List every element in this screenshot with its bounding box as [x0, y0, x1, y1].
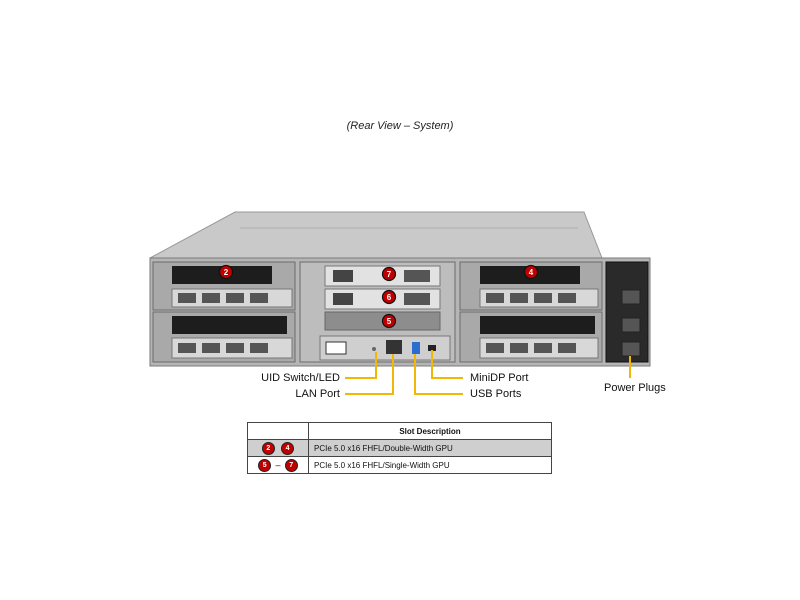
slot-badge: 5: [258, 458, 272, 472]
minidp-leader: [431, 350, 463, 379]
table-header-blank: [247, 422, 309, 440]
slot-badge: 4: [281, 441, 295, 455]
slot-marker-label: 6: [387, 293, 392, 302]
slot-badge-cell: 5 – 7: [247, 456, 309, 474]
uid-leader: [345, 352, 377, 379]
slot-badge: 2: [261, 441, 275, 455]
slot-description: PCIe 5.0 x16 FHFL/Double-Width GPU: [308, 439, 552, 457]
callout-lines: [345, 350, 631, 395]
slot-marker-label: 2: [224, 268, 229, 277]
slot-description-table: Slot Description 2 4 PCIe 5.0 x16 FHFL/D…: [247, 422, 552, 474]
table-row: 2 4 PCIe 5.0 x16 FHFL/Double-Width GPU: [247, 439, 552, 457]
badge-joiner: –: [275, 460, 281, 470]
table-header: Slot Description: [308, 422, 552, 440]
slot-marker: 4: [523, 264, 539, 280]
slot-badge: 7: [284, 458, 298, 472]
left-gpu-bay: [152, 261, 296, 363]
slot-marker-label: 4: [529, 268, 534, 277]
slot-marker-label: 5: [387, 317, 392, 326]
power-supply: [605, 261, 649, 363]
lan-leader: [345, 354, 394, 395]
lan-port-label: LAN Port: [295, 388, 340, 400]
center-io-module: [299, 261, 456, 363]
slot-description: PCIe 5.0 x16 FHFL/Single-Width GPU: [308, 456, 552, 474]
usb-ports-label: USB Ports: [470, 388, 522, 400]
slot-marker: 7: [381, 266, 397, 282]
slot-badge-cell: 2 4: [247, 439, 309, 457]
slot-marker-label: 7: [387, 270, 392, 279]
table-row: 5 – 7 PCIe 5.0 x16 FHFL/Single-Width GPU: [247, 456, 552, 474]
slot-marker: 2: [218, 264, 234, 280]
chassis-top: [149, 211, 603, 259]
minidp-port-label: MiniDP Port: [470, 372, 529, 384]
slot-marker: 5: [381, 313, 397, 329]
slot-marker: 6: [381, 289, 397, 305]
figure-caption: (Rear View – System): [346, 120, 454, 132]
usb-leader: [414, 354, 463, 395]
power-plugs-label: Power Plugs: [604, 382, 666, 394]
uid-switch-label: UID Switch/LED: [261, 372, 340, 384]
